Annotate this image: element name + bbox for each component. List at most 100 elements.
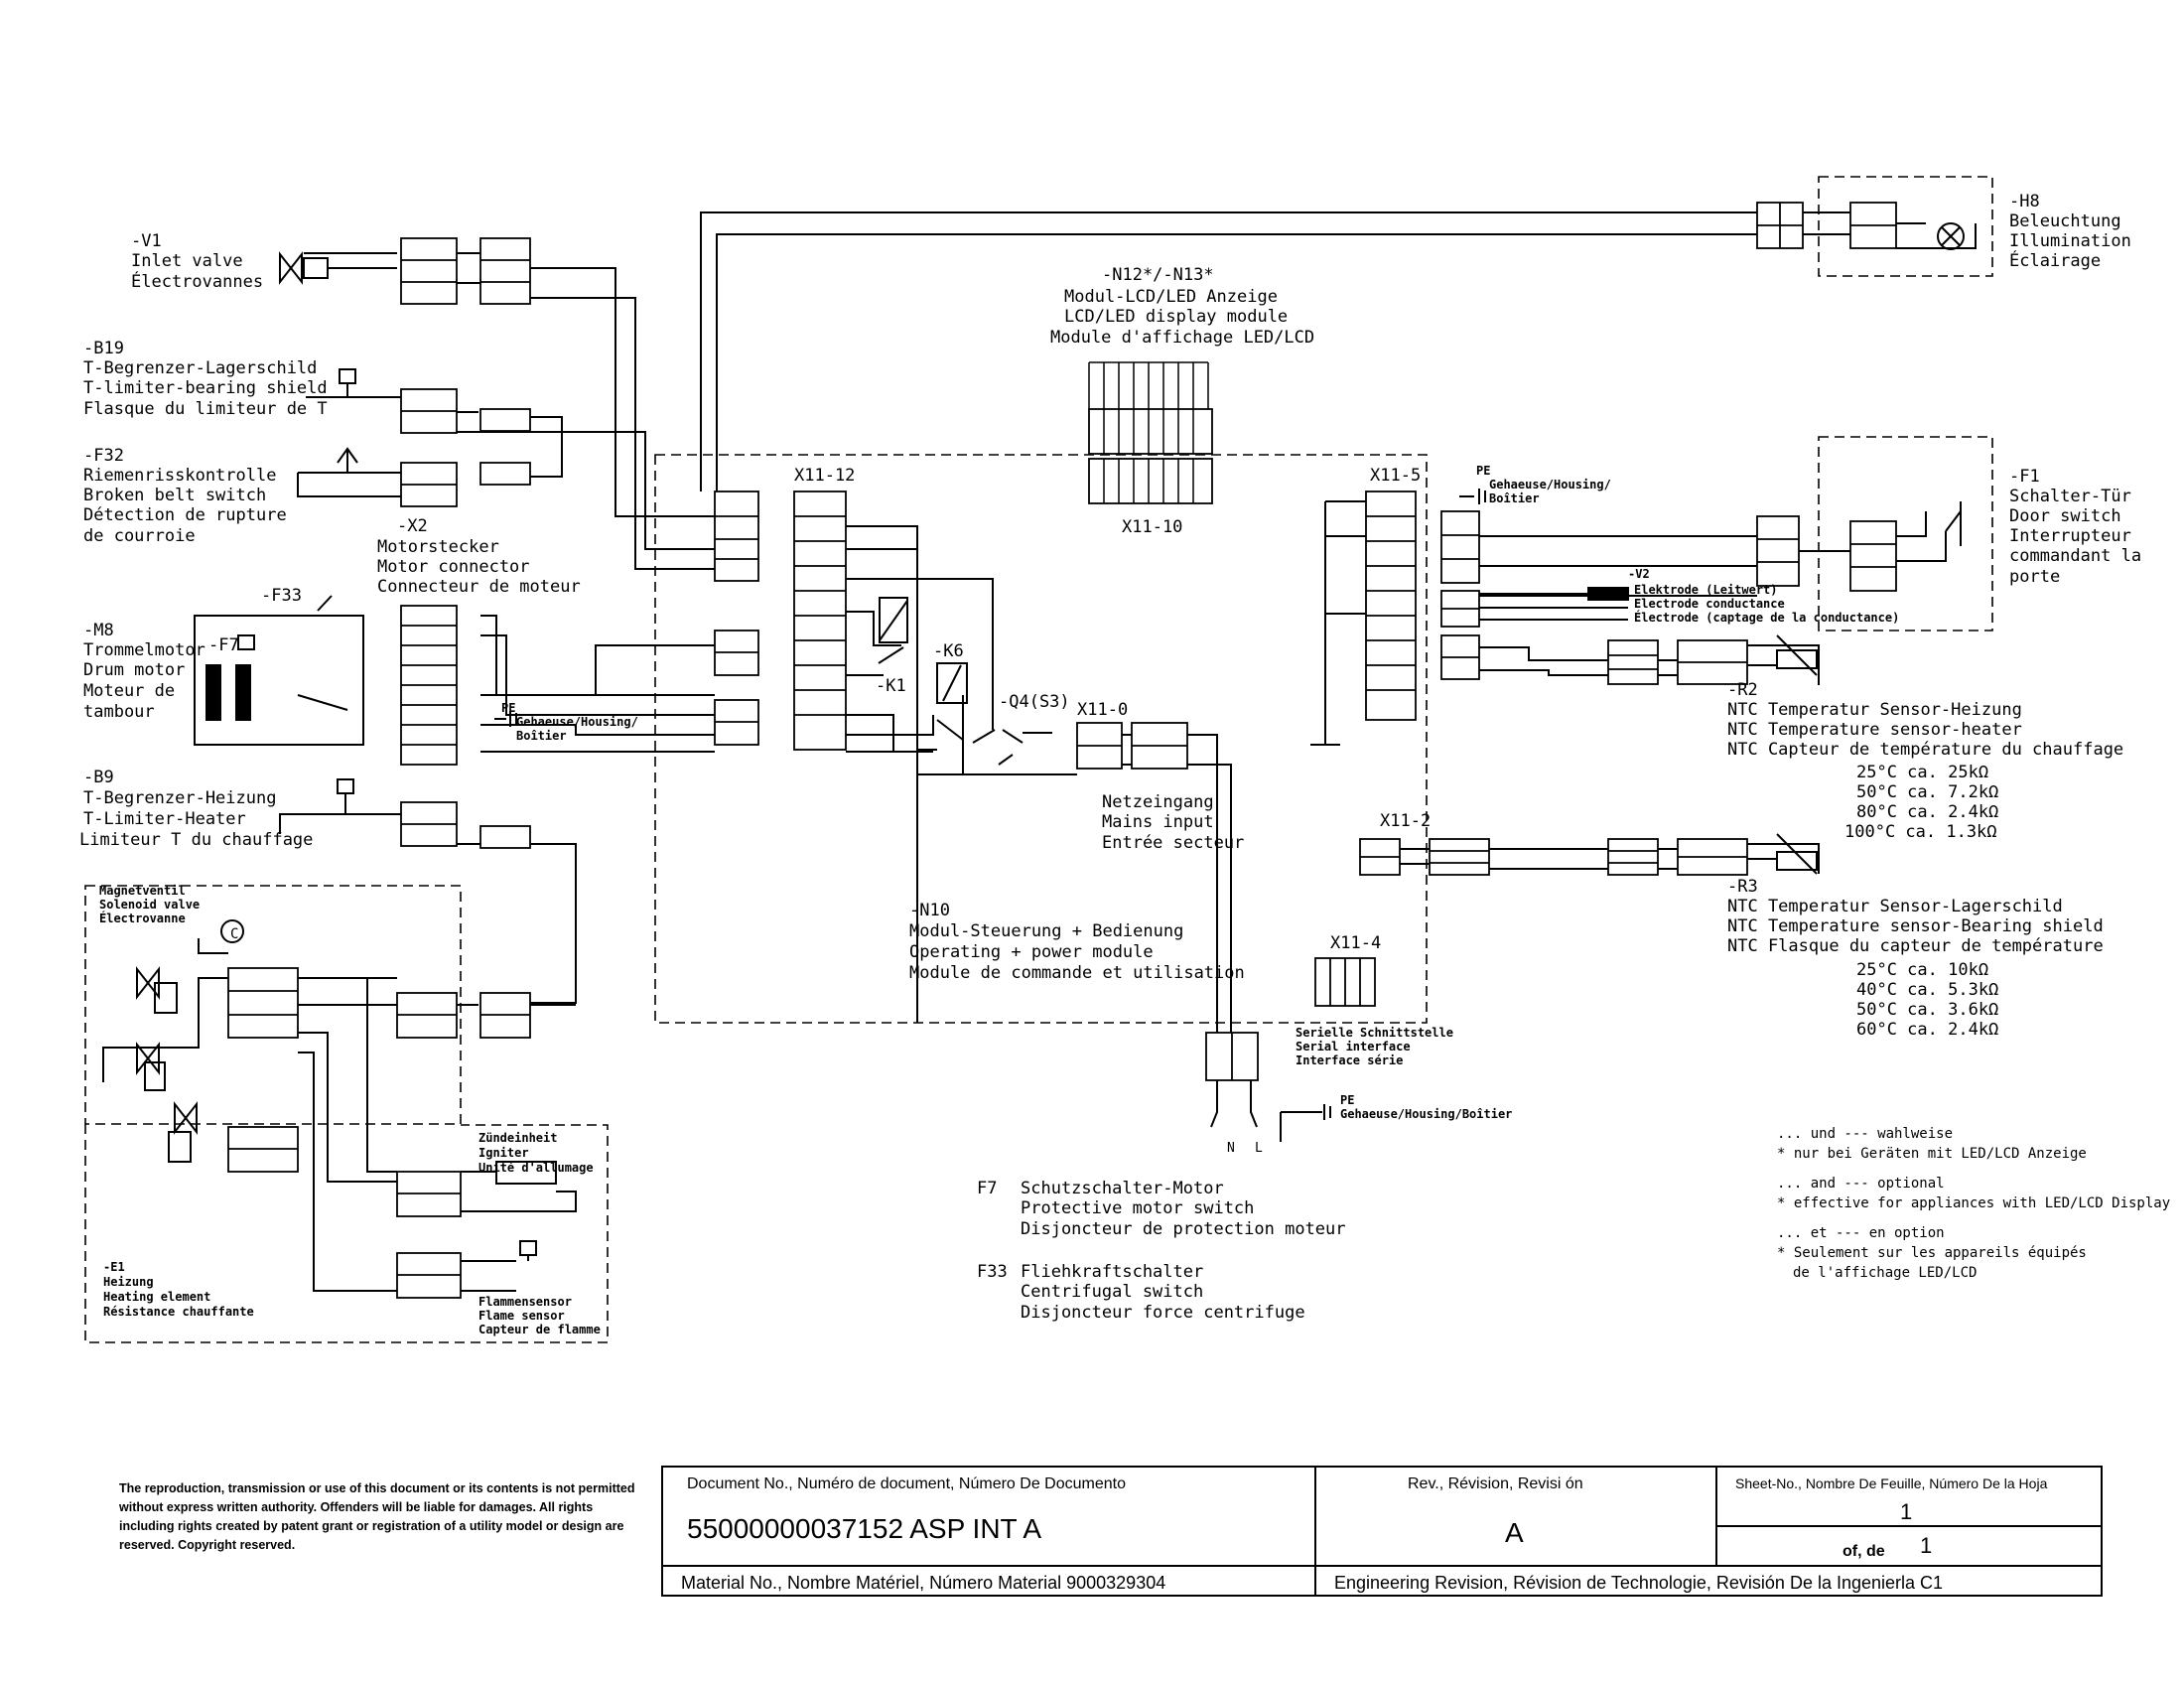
center-labels: C -N12*/-N13* Modul-LCD/LED Anzeige LCD/… [230,265,1431,1156]
n10-desc-fr: Module de commande et utilisation [909,963,1245,983]
x11-0-label: X11-0 [1077,700,1128,720]
m8-desc-en: Drum motor [83,660,185,680]
note: ... und --- wahlweise [1777,1126,1953,1142]
k1-contact-icon [878,646,904,664]
r2-desc-de: NTC Temperatur Sensor-Heizung [1727,700,2022,720]
b19-label: -B19 [83,339,124,358]
e1-desc-fr: Résistance chauffante [103,1305,254,1319]
e1-desc-de: Heizung [103,1275,154,1289]
mains-label-de: Netzeingang [1102,792,1214,812]
h8-label: -H8 [2009,192,2040,211]
sheet-value: 1 [1900,1499,1913,1524]
r2-value: 100°C ca. 1.3kΩ [1844,822,1997,842]
heating-frame [84,1124,609,1343]
f33-switch-icon [317,595,333,612]
note: * nur bei Geräten mit LED/LCD Anzeige [1777,1146,2087,1162]
r2-value: 25°C ca. 25kΩ [1856,763,1988,782]
display-pins [1088,361,1209,503]
mains-label-en: Mains input [1102,812,1214,832]
f1-desc-fr: Interrupteur [2009,526,2131,546]
x11-4-label: X11-4 [1330,933,1381,953]
b19-desc-de: T-Begrenzer-Lagerschild [83,358,317,378]
neutral-label: N [1227,1141,1235,1156]
f1-label: -F1 [2009,467,2040,487]
symbols [136,222,1965,1261]
k1-coil-icon [879,597,908,643]
motor-winding-icon [235,664,251,721]
legend-f7-en: Protective motor switch [1021,1198,1254,1218]
coil-icon [303,257,329,279]
sheet-cell: Sheet-No., Nombre De Feuille, Número De … [1715,1466,2103,1527]
n10-module-frame [654,454,1428,1024]
legend-f7-de: Schutzschalter-Motor [1021,1179,1224,1198]
ntc-r3-icon [1776,851,1818,871]
x11-10-label: X11-10 [1122,517,1182,537]
flame-label-en: Flame sensor [478,1309,565,1323]
of-value: 1 [1920,1533,1933,1558]
x2-desc-en: Motor connector [377,557,530,577]
igniter-label-de: Zündeinheit [478,1131,557,1145]
b9-label: -B9 [83,768,114,787]
valve-icon [279,251,303,285]
x11-2-label: X11-2 [1380,811,1431,831]
pe-housing-label: Gehaeuse/Housing/ [516,715,638,729]
flame-sensor-icon [519,1240,537,1256]
note: ... et --- en option [1777,1225,1945,1241]
f1-desc-fr3: porte [2009,567,2060,587]
right-labels: -H8 Beleuchtung Illumination Éclairage -… [1727,192,2141,1040]
v2-desc-fr: Électrode (captage de la conductance) [1634,610,1899,625]
f32-desc-fr: Détection de rupture [83,505,287,525]
solenoid-label-en: Solenoid valve [99,898,200,912]
e1-label: -E1 [103,1260,125,1274]
f32-label: -F32 [83,446,124,466]
door-switch-icon [1945,510,1962,532]
flame-label-de: Flammensensor [478,1295,572,1309]
r3-desc-fr: NTC Flasque du capteur de température [1727,936,2104,956]
thermal-limiter-icon [339,368,356,384]
c-mark-label: C [230,926,238,942]
x2-desc-fr: Connecteur de moteur [377,577,581,597]
v2-desc-de: Elektrode (Leitwert) [1634,583,1778,597]
lamp-icon [1937,222,1965,250]
doc-value: 55000000037152 ASP INT A [687,1513,1042,1544]
x11-5-label: X11-5 [1370,466,1421,486]
m8-desc-fr: Moteur de [83,681,175,701]
small-labels: Magnetventil Solenoid valve Électrovanne… [99,464,1899,1336]
x2-desc-de: Motorstecker [377,537,499,557]
k1-label: -K1 [876,676,906,696]
legend-f33-en: Centrifugal switch [1021,1282,1203,1302]
electrode-icon [1587,587,1629,601]
mains-label-fr: Entrée secteur [1102,833,1244,853]
legend-f7-fr: Disjoncteur de protection moteur [1021,1219,1346,1239]
flame-label-fr: Capteur de flamme [478,1323,601,1336]
f7-label: -F7 [208,635,239,655]
igniter-label-fr: Unité d'allumage [478,1161,594,1175]
rev-cell: Rev., Révision, Revisi ón A [1314,1466,1717,1567]
pe-boitier-label: Boîtier [516,729,567,743]
v2-desc-en: Electrode conductance [1634,597,1785,611]
n12-desc-fr: Module d'affichage LED/LCD [1050,328,1314,348]
legend-f33-de: Fliehkraftschalter [1021,1262,1203,1282]
b9-desc-de: T-Begrenzer-Heizung [83,788,276,808]
n10-desc-de: Modul-Steuerung + Bedienung [909,921,1183,941]
material-text: Material No., Nombre Matériel, Número Ma… [681,1573,1166,1593]
note: * Seulement sur les appareils équipés [1777,1245,2087,1261]
b19-desc-fr: Flasque du limiteur de T [83,399,328,419]
serial-label-de: Serielle Schnittstelle [1296,1026,1453,1040]
r2-desc-en: NTC Temperature sensor-heater [1727,720,2022,740]
note: ... and --- optional [1777,1176,1945,1192]
f1-desc-de: Schalter-Tür [2009,487,2131,506]
h8-desc-de: Beleuchtung [2009,211,2121,231]
f1-frame [1818,436,1993,632]
doc-label: Document No., Numéro de document, Número… [687,1475,1126,1492]
material-cell: Material No., Nombre Matériel, Número Ma… [661,1565,1316,1597]
wires [102,211,1977,1292]
r3-value: 50°C ca. 3.6kΩ [1856,1000,1998,1020]
n10-label: -N10 [909,901,950,920]
r3-value: 40°C ca. 5.3kΩ [1856,980,1998,1000]
labels: -V1 Inlet valve Électrovannes -B19 T-Beg… [79,231,581,850]
solenoid-valve-icon [174,1101,198,1135]
n10-desc-en: Operating + power module [909,942,1154,962]
serial-label-en: Serial interface [1296,1040,1411,1053]
